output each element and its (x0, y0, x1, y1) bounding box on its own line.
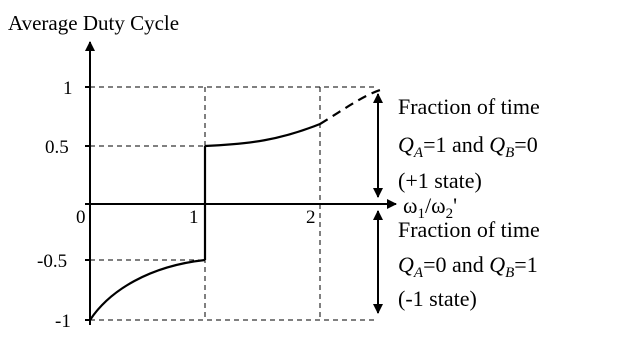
y-tick-label-neg1: -1 (55, 311, 71, 332)
y-tick-label-0.5: 0.5 (45, 137, 69, 158)
curve-negative-segment (89, 258, 206, 321)
lower-annotation-line3: (-1 state) (398, 286, 477, 311)
x-tick-label-0: 0 (76, 207, 86, 228)
lower-annotation-line2: QA=0 and QB=1 (398, 252, 538, 281)
y-axis-title: Average Duty Cycle (8, 11, 179, 35)
lower-annotation-line1: Fraction of time (398, 217, 540, 242)
upper-annotation-line1: Fraction of time (398, 94, 540, 119)
curve-positive-segment (204, 122, 321, 148)
x-tick-label-1: 1 (189, 207, 199, 228)
upper-annotation-line3: (+1 state) (398, 168, 482, 193)
x-axis-label: ω1/ω2' (403, 193, 457, 222)
y-tick-label-neg0.5: -0.5 (37, 251, 67, 272)
x-tick-label-2: 2 (306, 207, 316, 228)
curve-dashed-extension (319, 88, 381, 125)
y-tick-label-1: 1 (63, 78, 73, 99)
upper-annotation-line2: QA=1 and QB=0 (398, 132, 538, 161)
